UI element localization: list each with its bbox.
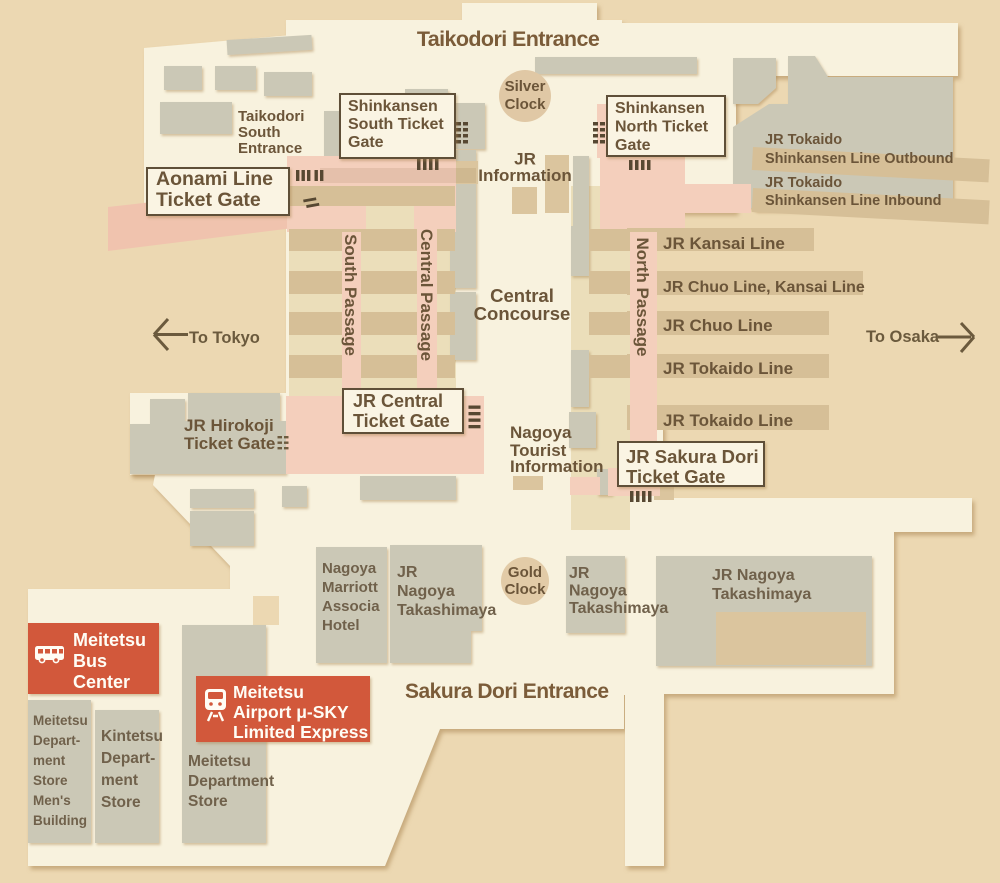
svg-text:Taikodori Entrance: Taikodori Entrance	[417, 27, 600, 51]
svg-text:Store: Store	[101, 794, 141, 811]
svg-text:Aonami Line: Aonami Line	[156, 168, 273, 190]
svg-text:Nagoya: Nagoya	[569, 583, 627, 600]
svg-text:Clock: Clock	[505, 581, 547, 598]
svg-text:Gate: Gate	[615, 137, 651, 154]
svg-text:Entrance: Entrance	[238, 140, 302, 157]
svg-text:Gate: Gate	[348, 134, 384, 151]
svg-text:Nagoya: Nagoya	[397, 583, 455, 600]
svg-text:Ticket Gate: Ticket Gate	[184, 434, 275, 453]
svg-text:Takashimaya: Takashimaya	[712, 586, 811, 603]
svg-text:Bus: Bus	[73, 651, 107, 671]
svg-text:Airport μ-SKY: Airport μ-SKY	[233, 702, 349, 722]
svg-text:North Ticket: North Ticket	[615, 119, 709, 136]
svg-text:Ticket Gate: Ticket Gate	[353, 411, 450, 431]
svg-text:JR Kansai Line: JR Kansai Line	[663, 234, 785, 253]
svg-text:Takashimaya: Takashimaya	[397, 602, 496, 619]
svg-text:JR Central: JR Central	[353, 391, 443, 411]
svg-text:JR Tokaido Line: JR Tokaido Line	[663, 359, 793, 378]
svg-text:JR Chuo Line: JR Chuo Line	[663, 316, 773, 335]
svg-text:South Passage: South Passage	[341, 234, 360, 356]
svg-text:Meitetsu: Meitetsu	[33, 713, 88, 728]
svg-text:JR Tokaido: JR Tokaido	[765, 175, 842, 191]
svg-text:To Tokyo: To Tokyo	[189, 329, 260, 347]
svg-text:Taikodori: Taikodori	[238, 108, 304, 125]
svg-text:Ticket Gate: Ticket Gate	[156, 189, 261, 211]
svg-text:North Passage: North Passage	[633, 237, 652, 356]
svg-text:Department: Department	[188, 773, 274, 790]
svg-text:JR: JR	[397, 564, 418, 581]
svg-text:Associa: Associa	[322, 598, 380, 615]
svg-text:JR Tokaido: JR Tokaido	[765, 132, 842, 148]
svg-text:Takashimaya: Takashimaya	[569, 600, 668, 617]
svg-text:Central: Central	[490, 285, 554, 306]
svg-text:Meitetsu: Meitetsu	[233, 682, 304, 702]
svg-text:Ticket Gate: Ticket Gate	[626, 466, 725, 487]
svg-text:Meitetsu: Meitetsu	[73, 630, 146, 650]
svg-text:Central Passage: Central Passage	[417, 229, 436, 361]
svg-text:Concourse: Concourse	[474, 303, 571, 324]
svg-text:Kintetsu: Kintetsu	[101, 728, 163, 745]
svg-text:Nagoya: Nagoya	[510, 423, 572, 442]
svg-text:Store: Store	[188, 793, 228, 810]
svg-text:South: South	[238, 124, 281, 141]
svg-text:Store: Store	[33, 773, 68, 788]
svg-text:To Osaka: To Osaka	[866, 328, 940, 346]
svg-text:South Ticket: South Ticket	[348, 116, 444, 133]
svg-text:Sakura Dori Entrance: Sakura Dori Entrance	[405, 680, 609, 703]
svg-text:Shinkansen: Shinkansen	[348, 98, 438, 115]
svg-text:Clock: Clock	[505, 96, 547, 113]
svg-text:Shinkansen Line Inbound: Shinkansen Line Inbound	[765, 193, 941, 209]
svg-text:Nagoya: Nagoya	[322, 560, 377, 577]
svg-text:ment: ment	[33, 753, 66, 768]
svg-text:ment: ment	[101, 772, 138, 789]
svg-text:Meitetsu: Meitetsu	[188, 753, 251, 770]
svg-text:Information: Information	[478, 166, 572, 185]
svg-text:JR Tokaido Line: JR Tokaido Line	[663, 411, 793, 430]
svg-text:Depart-: Depart-	[101, 750, 155, 767]
svg-text:JR Sakura Dori: JR Sakura Dori	[626, 446, 759, 467]
svg-text:Tourist: Tourist	[510, 441, 567, 460]
svg-text:Information: Information	[510, 457, 604, 476]
svg-text:JR: JR	[514, 150, 536, 169]
svg-text:Marriott: Marriott	[322, 579, 378, 596]
svg-text:Center: Center	[73, 672, 130, 692]
svg-text:Limited Express: Limited Express	[233, 722, 368, 742]
svg-text:JR: JR	[569, 565, 590, 582]
svg-text:Men's: Men's	[33, 793, 71, 808]
svg-text:JR Chuo Line, Kansai Line: JR Chuo Line, Kansai Line	[663, 279, 865, 296]
svg-text:Depart-: Depart-	[33, 733, 80, 748]
svg-text:Building: Building	[33, 813, 87, 828]
svg-text:JR Nagoya: JR Nagoya	[712, 567, 795, 584]
svg-text:Gold: Gold	[508, 564, 542, 581]
svg-text:Shinkansen Line Outbound: Shinkansen Line Outbound	[765, 151, 954, 167]
svg-text:Silver: Silver	[505, 78, 546, 95]
svg-text:Shinkansen: Shinkansen	[615, 100, 705, 117]
svg-text:JR Hirokoji: JR Hirokoji	[184, 416, 274, 435]
svg-text:Hotel: Hotel	[322, 617, 360, 634]
